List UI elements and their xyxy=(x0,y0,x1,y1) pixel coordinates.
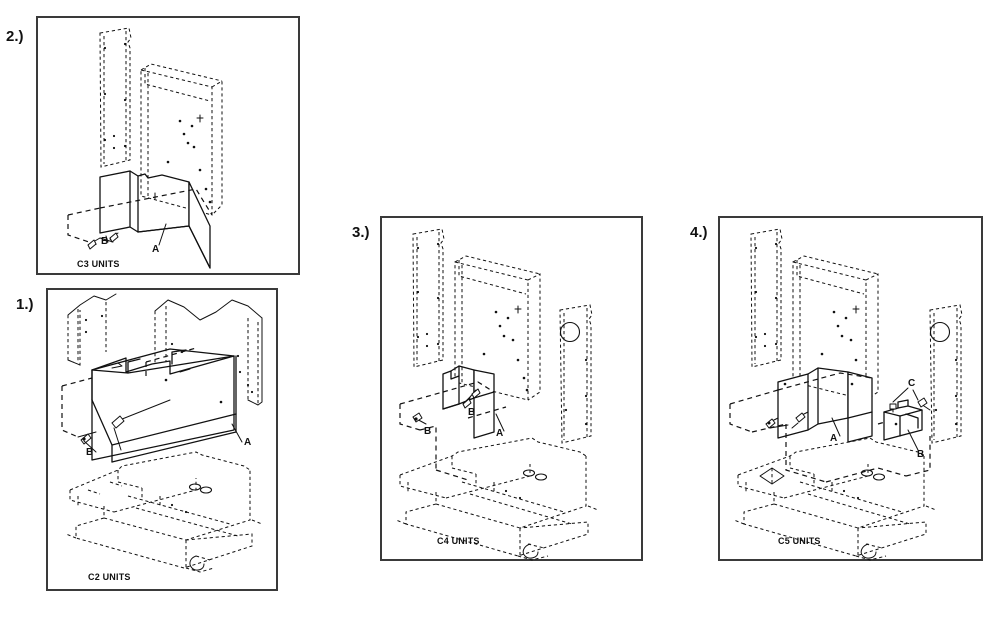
panel-2-frame xyxy=(36,16,300,275)
panel-4-frame xyxy=(718,216,983,561)
panel-3-frame xyxy=(380,216,643,561)
step-number-4: 4.) xyxy=(690,224,708,241)
panel-2-unit-label: C3 UNITS xyxy=(77,259,120,269)
panel-1-callout-b-left: B xyxy=(86,447,94,458)
panel-4-callout-c-left: C xyxy=(784,423,792,434)
panel-4-callout-b: B xyxy=(917,449,925,460)
panel-3-callout-b-outer: B xyxy=(424,426,432,437)
panel-1-callout-a: A xyxy=(244,437,252,448)
step-number-2: 2.) xyxy=(6,28,24,45)
panel-3-callout-b-inner: B xyxy=(468,407,476,418)
panel-4-callout-c-right: C xyxy=(908,378,916,389)
step-number-3: 3.) xyxy=(352,224,370,241)
panel-4-unit-label: C5 UNITS xyxy=(778,536,821,546)
step-number-1: 1.) xyxy=(16,296,34,313)
panel-4-callout-a: A xyxy=(830,433,838,444)
panel-2-callout-b: B xyxy=(101,236,109,247)
panel-1-callout-b-right: B xyxy=(116,445,124,456)
panel-3-unit-label: C4 UNITS xyxy=(437,536,480,546)
panel-1-unit-label: C2 UNITS xyxy=(88,572,131,582)
panel-2-callout-a: A xyxy=(152,244,160,255)
panel-3-callout-a: A xyxy=(496,428,504,439)
